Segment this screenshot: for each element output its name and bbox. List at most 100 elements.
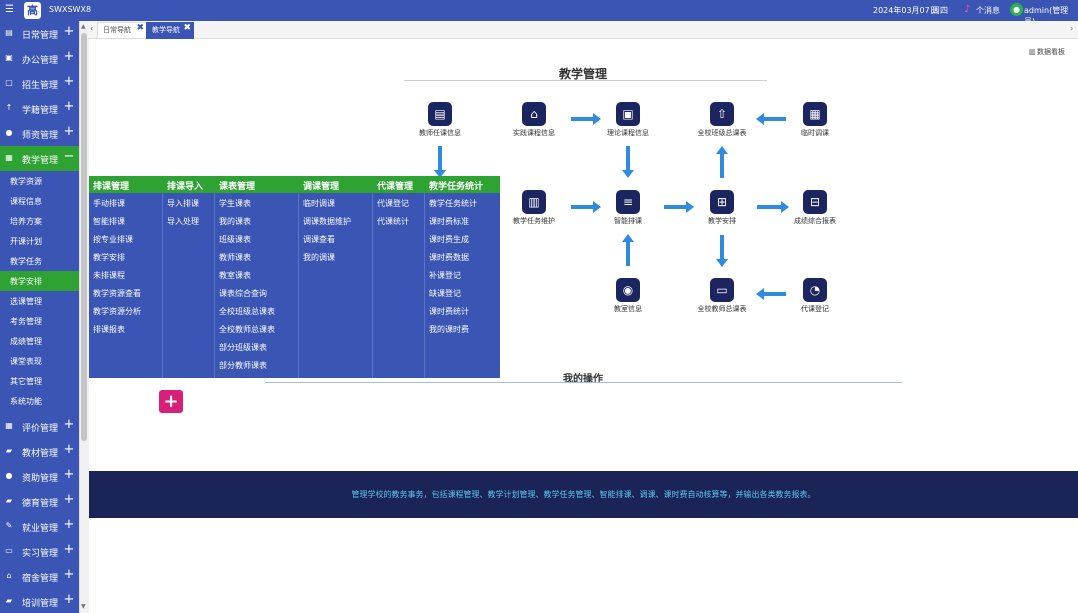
node-theory-course[interactable]: ▣ 理论课程信息 bbox=[578, 102, 678, 142]
menu-item[interactable]: 导入处理 bbox=[167, 217, 199, 226]
menu-item[interactable]: 教师课表 bbox=[219, 253, 251, 262]
menu-item[interactable]: 全校班级总课表 bbox=[219, 307, 275, 316]
menu-item[interactable]: 代课统计 bbox=[377, 217, 409, 226]
messages-link[interactable]: 个消息 bbox=[976, 6, 1000, 15]
menu-item[interactable]: 我的课表 bbox=[219, 217, 251, 226]
menu-item[interactable]: 调课查看 bbox=[303, 235, 335, 244]
node-task-maintain[interactable]: ▥ 教学任务维护 bbox=[484, 190, 584, 230]
menu-item[interactable]: 教学资源查看 bbox=[93, 289, 141, 298]
expand-icon[interactable]: + bbox=[63, 467, 75, 482]
sidebar-item-system[interactable]: 系统功能 bbox=[0, 391, 79, 411]
chevron-right-icon[interactable]: › bbox=[1070, 24, 1074, 33]
menu-item[interactable]: 课表综合查询 bbox=[219, 289, 267, 298]
sidebar-group-textbook[interactable]: ▰ 教材管理 + bbox=[0, 439, 79, 464]
sidebar-scrollbar[interactable]: ▲ ▼ bbox=[79, 21, 89, 613]
tab-daily-nav[interactable]: 日常导航 ✖ bbox=[97, 22, 147, 39]
expand-icon[interactable]: + bbox=[63, 442, 75, 457]
sidebar-group-dormitory[interactable]: ⌂ 宿舍管理 + bbox=[0, 564, 79, 589]
chevron-left-icon[interactable]: ‹ bbox=[90, 24, 94, 33]
expand-icon[interactable]: + bbox=[63, 124, 75, 139]
sidebar-group-financial-aid[interactable]: ● 资助管理 + bbox=[0, 464, 79, 489]
menu-item[interactable]: 部分教师课表 bbox=[219, 361, 267, 370]
menu-item[interactable]: 教学任务统计 bbox=[429, 199, 477, 208]
menu-item[interactable]: 我的调课 bbox=[303, 253, 335, 262]
scroll-up-icon[interactable]: ▲ bbox=[81, 23, 86, 30]
sidebar-item-teaching-arrangement[interactable]: 教学安排 bbox=[0, 271, 79, 291]
menu-item[interactable]: 排课报表 bbox=[93, 325, 125, 334]
menu-item[interactable]: 课时费标准 bbox=[429, 217, 469, 226]
menu-icon[interactable]: ☰ bbox=[5, 4, 14, 15]
sidebar-group-moral-education[interactable]: ▰ 德育管理 + bbox=[0, 489, 79, 514]
expand-icon[interactable]: + bbox=[63, 592, 75, 607]
sidebar-group-daily[interactable]: ▤ 日常管理 + bbox=[0, 21, 79, 46]
menu-item[interactable]: 手动排课 bbox=[93, 199, 125, 208]
node-grade-report[interactable]: ⊟ 成绩综合报表 bbox=[765, 190, 865, 230]
menu-item[interactable]: 补课登记 bbox=[429, 271, 461, 280]
bell-icon[interactable]: ♪ bbox=[964, 4, 971, 15]
sidebar-item-grades[interactable]: 成绩管理 bbox=[0, 331, 79, 351]
close-icon[interactable]: ✖ bbox=[136, 23, 144, 33]
tab-teaching-nav[interactable]: 教学导航 ✖ bbox=[146, 22, 194, 39]
menu-item[interactable]: 全校教师总课表 bbox=[219, 325, 275, 334]
menu-item[interactable]: 代课登记 bbox=[377, 199, 409, 208]
node-teacher-info[interactable]: ▤ 教师任课信息 bbox=[390, 102, 490, 142]
user-icon[interactable]: ● bbox=[1010, 3, 1023, 16]
menu-item[interactable]: 课时费数据 bbox=[429, 253, 469, 262]
menu-item[interactable]: 部分班级课表 bbox=[219, 343, 267, 352]
expand-icon[interactable]: + bbox=[63, 542, 75, 557]
expand-icon[interactable]: + bbox=[63, 517, 75, 532]
sidebar-group-student-status[interactable]: ↑ 学籍管理 + bbox=[0, 96, 79, 121]
menu-item[interactable]: 临时调课 bbox=[303, 199, 335, 208]
menu-item[interactable]: 我的课时费 bbox=[429, 325, 469, 334]
menu-item[interactable]: 课时费生成 bbox=[429, 235, 469, 244]
menu-item[interactable]: 学生课表 bbox=[219, 199, 251, 208]
node-classroom-info[interactable]: ◉ 教室信息 bbox=[578, 278, 678, 318]
sidebar-group-faculty[interactable]: ● 师资管理 + bbox=[0, 121, 79, 146]
expand-icon[interactable]: + bbox=[63, 24, 75, 39]
menu-item[interactable]: 智能排课 bbox=[93, 217, 125, 226]
dashboard-link[interactable]: ▥数据看板 bbox=[1029, 47, 1065, 57]
node-practice-course[interactable]: ⌂ 实践课程信息 bbox=[484, 102, 584, 142]
menu-item[interactable]: 调课数据维护 bbox=[303, 217, 351, 226]
menu-item[interactable]: 未排课程 bbox=[93, 271, 125, 280]
node-smart-schedule[interactable]: ≡ 智能排课 bbox=[578, 190, 678, 230]
menu-item[interactable]: 课时费统计 bbox=[429, 307, 469, 316]
sidebar-item-course-selection[interactable]: 选课管理 bbox=[0, 291, 79, 311]
sidebar-item-exam-affairs[interactable]: 考务管理 bbox=[0, 311, 79, 331]
sidebar-item-teaching-tasks[interactable]: 教学任务 bbox=[0, 251, 79, 271]
sidebar-group-office[interactable]: ▣ 办公管理 + bbox=[0, 46, 79, 71]
node-temp-adjust[interactable]: ▦ 临时调课 bbox=[765, 102, 865, 142]
node-teacher-schedule[interactable]: ▭ 全校教师总课表 bbox=[672, 278, 772, 318]
sidebar-item-course-info[interactable]: 课程信息 bbox=[0, 191, 79, 211]
scroll-down-icon[interactable]: ▼ bbox=[81, 603, 86, 610]
sidebar-item-teaching-resources[interactable]: 教学资源 bbox=[0, 171, 79, 191]
menu-item[interactable]: 教室课表 bbox=[219, 271, 251, 280]
expand-icon[interactable]: + bbox=[63, 99, 75, 114]
menu-item[interactable]: 班级课表 bbox=[219, 235, 251, 244]
collapse-icon[interactable]: − bbox=[63, 149, 75, 164]
sidebar-item-other[interactable]: 其它管理 bbox=[0, 371, 79, 391]
expand-icon[interactable]: + bbox=[63, 417, 75, 432]
sidebar-group-training[interactable]: ▰ 培训管理 + bbox=[0, 589, 79, 613]
scrollbar-thumb[interactable] bbox=[81, 33, 87, 441]
close-icon[interactable]: ✖ bbox=[183, 23, 191, 33]
sidebar-group-internship[interactable]: ▭ 实习管理 + bbox=[0, 539, 79, 564]
sidebar-item-class-performance[interactable]: 课堂表现 bbox=[0, 351, 79, 371]
menu-item[interactable]: 导入排课 bbox=[167, 199, 199, 208]
expand-icon[interactable]: + bbox=[63, 49, 75, 64]
add-operation-button[interactable]: + bbox=[159, 390, 183, 413]
node-class-schedule[interactable]: ⇧ 全校班级总课表 bbox=[672, 102, 772, 142]
node-teaching-arrange[interactable]: ⊞ 教学安排 bbox=[672, 190, 772, 230]
sidebar-group-evaluation[interactable]: ▦ 评价管理 + bbox=[0, 414, 79, 439]
sidebar-item-training-plan[interactable]: 培养方案 bbox=[0, 211, 79, 231]
expand-icon[interactable]: + bbox=[63, 74, 75, 89]
menu-item[interactable]: 按专业排课 bbox=[93, 235, 133, 244]
menu-item[interactable]: 教学资源分析 bbox=[93, 307, 141, 316]
node-substitute-register[interactable]: ◔ 代课登记 bbox=[765, 278, 865, 318]
menu-item[interactable]: 缺课登记 bbox=[429, 289, 461, 298]
sidebar-group-employment[interactable]: ✎ 就业管理 + bbox=[0, 514, 79, 539]
sidebar-group-teaching[interactable]: ▦ 教学管理 − bbox=[0, 146, 79, 171]
sidebar-item-course-plan[interactable]: 开课计划 bbox=[0, 231, 79, 251]
menu-item[interactable]: 教学安排 bbox=[93, 253, 125, 262]
expand-icon[interactable]: + bbox=[63, 567, 75, 582]
